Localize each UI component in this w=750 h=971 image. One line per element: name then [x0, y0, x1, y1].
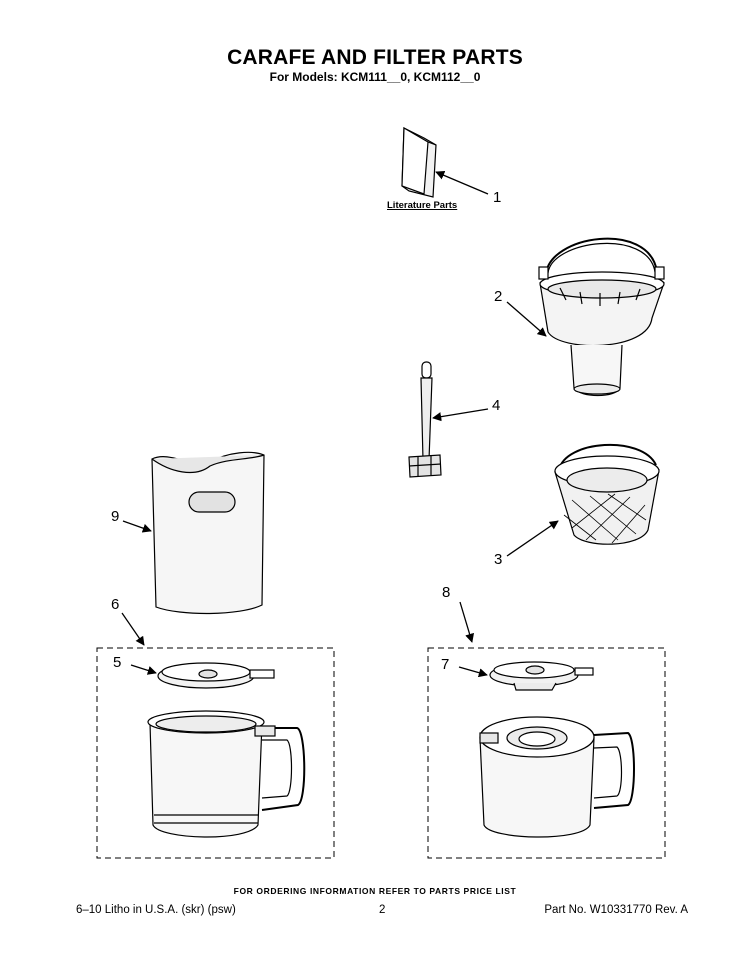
callout-4: 4: [492, 397, 501, 414]
arrow-7: [458, 666, 488, 678]
ordering-note: FOR ORDERING INFORMATION REFER TO PARTS …: [233, 886, 517, 896]
carafe-sleeve-part: [151, 451, 265, 615]
arrow-8: [459, 601, 475, 643]
literature-booklet-part: [401, 126, 437, 198]
scoop-tool-part: [408, 361, 442, 478]
models-subtitle: For Models: KCM111__0, KCM112__0: [269, 70, 481, 84]
thermal-carafe-part: [479, 716, 635, 838]
callout-1: 1: [493, 189, 502, 206]
callout-8: 8: [442, 584, 451, 601]
arrow-5: [130, 664, 157, 675]
carafe-lid-part-7: [489, 661, 594, 691]
brew-basket-part: [538, 237, 665, 397]
callout-6: 6: [111, 596, 120, 613]
page-number: 2: [379, 904, 386, 916]
callout-2: 2: [494, 288, 503, 305]
permanent-filter-part: [554, 444, 660, 545]
arrow-9: [122, 520, 152, 533]
callout-7: 7: [441, 656, 450, 673]
carafe-lid-part-5: [157, 662, 275, 689]
carafe-assembly-8-box: [427, 647, 666, 859]
litho-note: 6–10 Litho in U.S.A. (skr) (psw): [76, 904, 236, 916]
callout-3: 3: [494, 551, 503, 568]
arrow-4: [432, 408, 489, 422]
arrow-3: [506, 520, 559, 557]
callout-9: 9: [111, 508, 120, 525]
literature-parts-label: Literature Parts: [387, 200, 458, 211]
carafe-assembly-6-box: [96, 647, 335, 859]
arrow-2: [506, 301, 547, 337]
glass-carafe-part: [147, 710, 306, 838]
arrow-1: [435, 171, 489, 195]
part-number: Part No. W10331770 Rev. A: [544, 904, 688, 916]
page-title: CARAFE AND FILTER PARTS: [227, 46, 523, 69]
callout-5: 5: [113, 654, 122, 671]
arrow-6: [121, 612, 145, 646]
